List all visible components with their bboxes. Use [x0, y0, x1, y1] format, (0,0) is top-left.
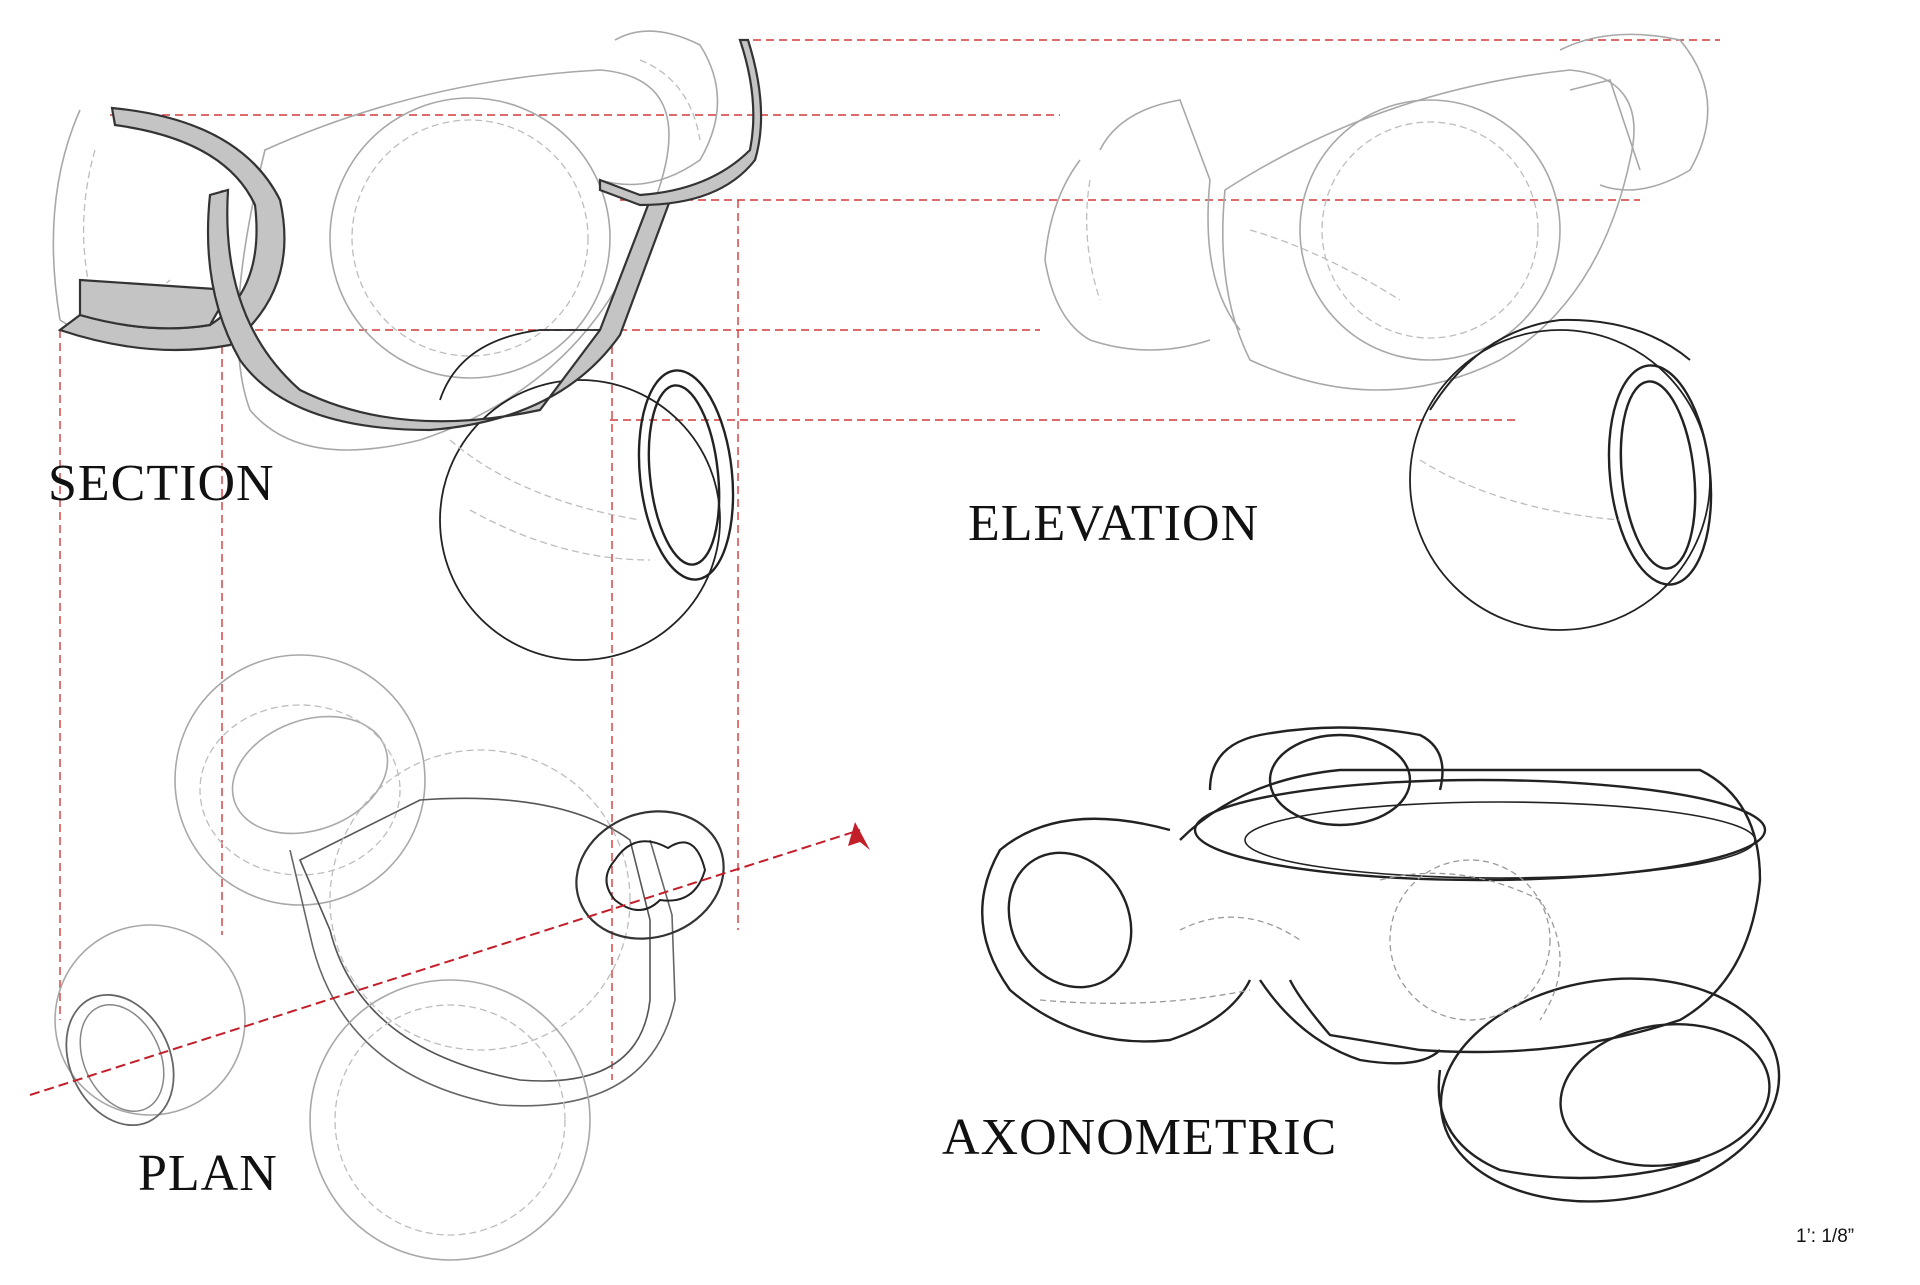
elevation-label: ELEVATION	[968, 495, 1260, 552]
scale-label: 1’: 1/8”	[1796, 1226, 1855, 1247]
plan-label: PLAN	[138, 1145, 278, 1202]
axonometric-label: AXONOMETRIC	[942, 1109, 1338, 1166]
axonometric-view	[981, 726, 1781, 1203]
projection-lines	[59, 39, 1720, 1080]
section-view	[52, 30, 763, 661]
section-label: SECTION	[48, 455, 275, 512]
plan-view	[29, 654, 870, 1261]
elevation-view	[1044, 33, 1713, 631]
